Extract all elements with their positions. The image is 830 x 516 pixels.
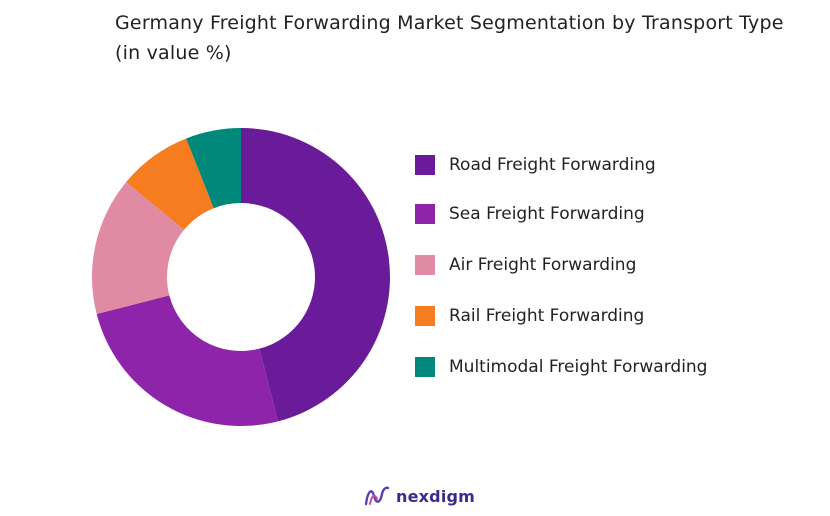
legend-label-air: Air Freight Forwarding — [449, 255, 637, 275]
legend-item-multimodal: Multimodal Freight Forwarding — [415, 354, 707, 380]
legend-label-rail: Rail Freight Forwarding — [449, 306, 645, 326]
donut-slice-rail — [126, 138, 214, 230]
legend-swatch-multimodal — [415, 357, 435, 377]
legend-swatch-air — [415, 255, 435, 275]
donut-slice-multimodal — [186, 128, 241, 209]
legend-item-sea: Sea Freight Forwarding — [415, 201, 645, 227]
donut-slice-road — [241, 128, 390, 422]
legend-item-road: Road Freight Forwarding — [415, 152, 656, 178]
brand-name: nexdigm — [396, 486, 476, 506]
legend-swatch-rail — [415, 306, 435, 326]
legend-label-multimodal: Multimodal Freight Forwarding — [449, 357, 708, 377]
legend-label-road: Road Freight Forwarding — [449, 155, 656, 175]
legend-swatch-road — [415, 155, 435, 175]
donut-slice-sea — [96, 295, 279, 426]
nexdigm-logo-icon — [364, 486, 390, 506]
donut-slices — [91, 128, 390, 426]
legend-swatch-sea — [415, 204, 435, 224]
brand-logo: nexdigm — [364, 482, 475, 510]
legend-item-air: Air Freight Forwarding — [415, 252, 636, 278]
legend-item-rail: Rail Freight Forwarding — [415, 303, 644, 329]
chart-title: Germany Freight Forwarding Market Segmen… — [115, 12, 784, 64]
donut-slice-air — [91, 182, 184, 315]
legend-label-sea: Sea Freight Forwarding — [449, 204, 645, 224]
